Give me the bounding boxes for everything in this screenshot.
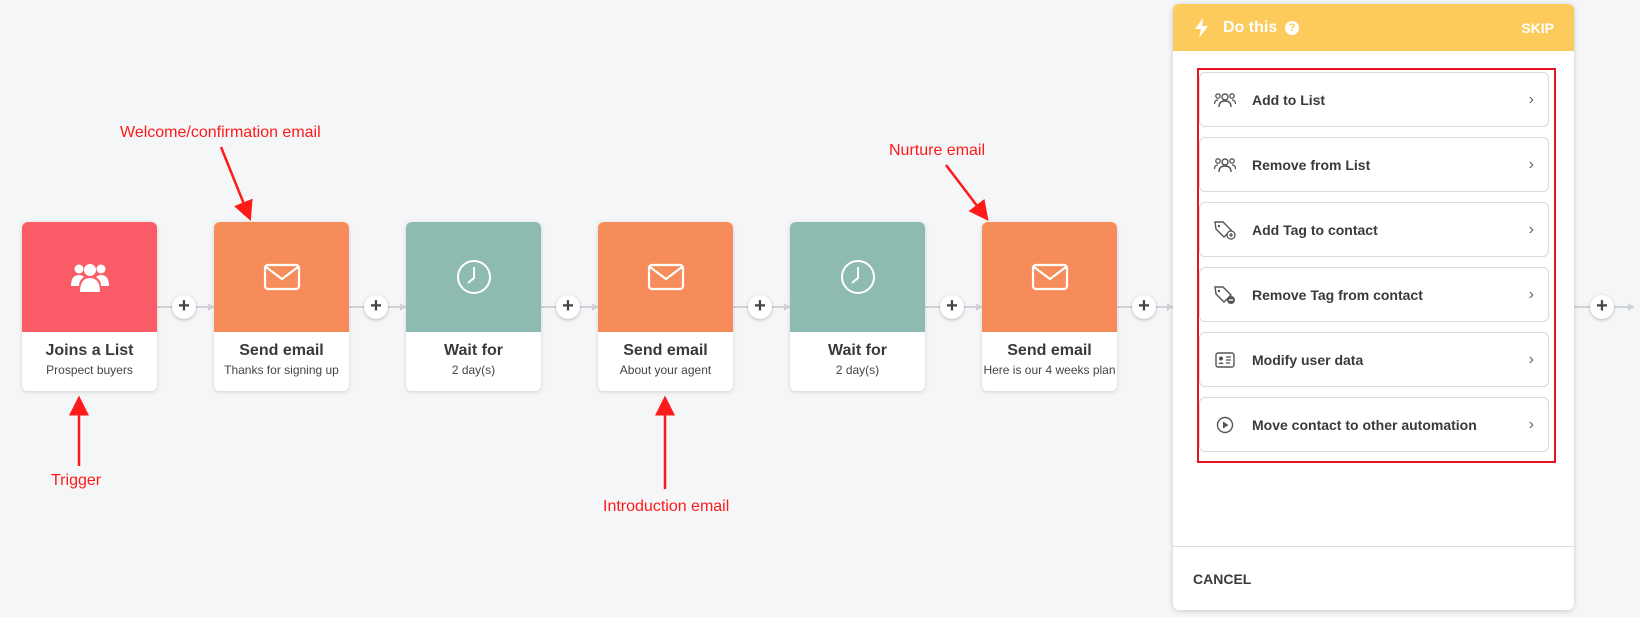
node-title: Joins a List bbox=[45, 342, 134, 359]
connector-arrow bbox=[976, 303, 982, 311]
node-header bbox=[22, 222, 157, 332]
node-subtitle: About your agent bbox=[619, 363, 712, 377]
action-remove-from-list[interactable]: Remove from List › bbox=[1199, 137, 1549, 192]
panel-title: Do this bbox=[1223, 18, 1278, 36]
users-icon bbox=[1214, 89, 1236, 111]
add-step-button[interactable]: + bbox=[364, 295, 388, 319]
action-remove-tag[interactable]: Remove Tag from contact › bbox=[1199, 267, 1549, 322]
annotation-nurture: Nurture email bbox=[889, 142, 986, 159]
node-subtitle: Here is our 4 weeks plan bbox=[983, 363, 1116, 377]
action-label: Move contact to other automation bbox=[1252, 416, 1477, 433]
action-label: Modify user data bbox=[1252, 351, 1364, 368]
node-header bbox=[790, 222, 925, 332]
node-subtitle: 2 day(s) bbox=[835, 363, 880, 377]
add-step-button[interactable]: + bbox=[172, 295, 196, 319]
tag-remove-icon bbox=[1214, 284, 1236, 306]
action-modify-user-data[interactable]: Modify user data › bbox=[1199, 332, 1549, 387]
action-label: Remove Tag from contact bbox=[1252, 286, 1423, 303]
help-icon[interactable]: ? bbox=[1285, 20, 1300, 35]
node-subtitle: 2 day(s) bbox=[451, 363, 496, 377]
action-add-to-list[interactable]: Add to List › bbox=[1199, 72, 1549, 127]
play-circle-icon bbox=[1214, 414, 1236, 436]
node-subtitle: Prospect buyers bbox=[46, 363, 133, 377]
node-title: Send email bbox=[1007, 342, 1092, 359]
group-icon bbox=[70, 264, 109, 292]
connector-arrow bbox=[400, 303, 406, 311]
node-title: Wait for bbox=[444, 342, 503, 359]
add-step-button[interactable]: + bbox=[556, 295, 580, 319]
action-label: Add to List bbox=[1252, 91, 1326, 108]
connector-arrow bbox=[784, 303, 790, 311]
add-step-button[interactable]: + bbox=[748, 295, 772, 319]
add-step-button[interactable]: + bbox=[940, 295, 964, 319]
highlight-box bbox=[1197, 68, 1556, 463]
workflow-node-trigger[interactable]: Joins a List Prospect buyers bbox=[22, 222, 157, 391]
node-subtitle: Thanks for signing up bbox=[224, 363, 339, 377]
node-header bbox=[214, 222, 349, 332]
chevron-right-icon: › bbox=[1528, 90, 1534, 108]
add-step-button[interactable]: + bbox=[1132, 295, 1156, 319]
connector-arrow bbox=[1628, 303, 1634, 311]
mail-icon bbox=[647, 263, 684, 291]
node-header bbox=[406, 222, 541, 332]
chevron-right-icon: › bbox=[1528, 350, 1534, 368]
annotation-trigger: Trigger bbox=[51, 472, 102, 489]
action-move-contact[interactable]: Move contact to other automation › bbox=[1199, 397, 1549, 452]
clock-icon bbox=[840, 260, 875, 294]
lightning-icon bbox=[1195, 17, 1208, 38]
id-card-icon bbox=[1214, 349, 1236, 371]
node-header bbox=[982, 222, 1117, 332]
annotation-introduction: Introduction email bbox=[603, 498, 730, 515]
action-add-tag[interactable]: Add Tag to contact › bbox=[1199, 202, 1549, 257]
annotation-welcome: Welcome/confirmation email bbox=[120, 124, 321, 141]
panel-footer: CANCEL bbox=[1173, 546, 1574, 610]
workflow-node-send-email[interactable]: Send email About your agent bbox=[598, 222, 733, 391]
clock-icon bbox=[456, 260, 491, 294]
cancel-button[interactable]: CANCEL bbox=[1193, 571, 1252, 587]
do-this-panel: Do this ? SKIP Add to List › Remove from… bbox=[1173, 4, 1574, 610]
connector-arrow bbox=[208, 303, 214, 311]
annotation-arrow-welcome bbox=[219, 146, 253, 221]
node-title: Wait for bbox=[828, 342, 887, 359]
add-step-button[interactable]: + bbox=[1590, 295, 1614, 319]
workflow-node-send-email[interactable]: Send email Thanks for signing up bbox=[214, 222, 349, 391]
node-title: Send email bbox=[239, 342, 324, 359]
connector-arrow bbox=[592, 303, 598, 311]
node-title: Send email bbox=[623, 342, 708, 359]
annotation-arrow-nurture bbox=[945, 164, 989, 221]
node-header bbox=[598, 222, 733, 332]
chevron-right-icon: › bbox=[1528, 415, 1534, 433]
workflow-node-send-email[interactable]: Send email Here is our 4 weeks plan bbox=[982, 222, 1117, 391]
connector-arrow bbox=[1167, 303, 1173, 311]
chevron-right-icon: › bbox=[1528, 155, 1534, 173]
panel-header: Do this ? SKIP bbox=[1173, 4, 1574, 51]
workflow-node-wait[interactable]: Wait for 2 day(s) bbox=[790, 222, 925, 391]
tag-add-icon bbox=[1214, 219, 1236, 241]
skip-button[interactable]: SKIP bbox=[1521, 19, 1554, 36]
users-icon bbox=[1214, 154, 1236, 176]
workflow-node-wait[interactable]: Wait for 2 day(s) bbox=[406, 222, 541, 391]
chevron-right-icon: › bbox=[1528, 285, 1534, 303]
mail-icon bbox=[263, 263, 300, 291]
action-label: Remove from List bbox=[1252, 156, 1371, 173]
chevron-right-icon: › bbox=[1528, 220, 1534, 238]
mail-icon bbox=[1031, 263, 1068, 291]
action-label: Add Tag to contact bbox=[1252, 221, 1378, 238]
